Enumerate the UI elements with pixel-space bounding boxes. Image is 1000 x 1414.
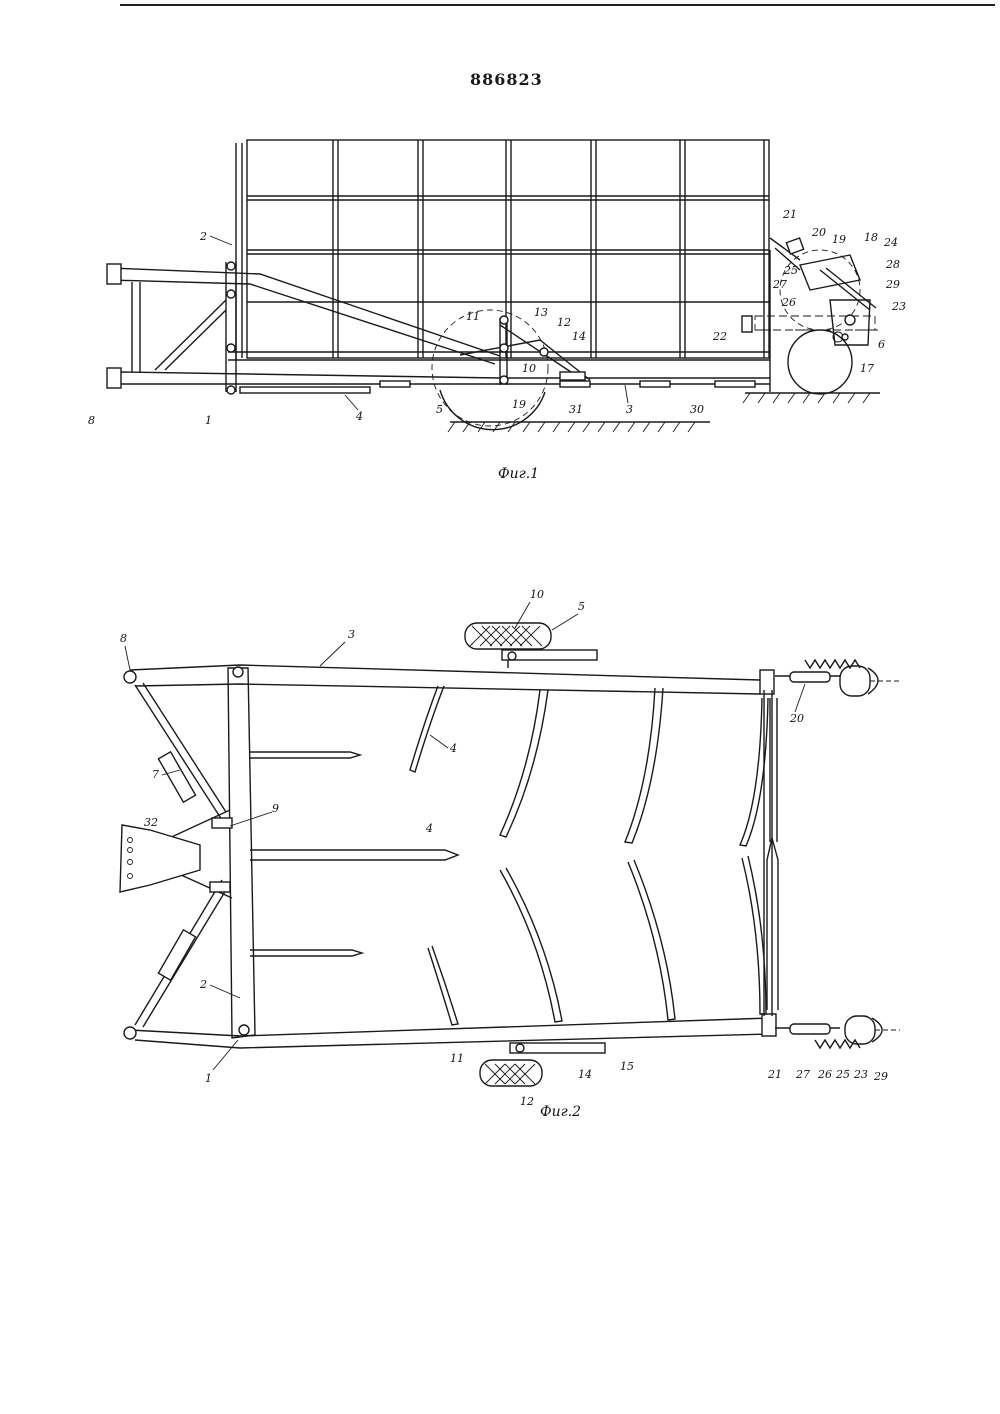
fig1-label-17: 17 <box>860 362 874 375</box>
fig1-label-30: 30 <box>690 403 704 416</box>
cage-grid <box>235 139 770 360</box>
fig1-label-20: 20 <box>811 226 826 239</box>
fig1-label-19: 19 <box>512 398 526 411</box>
patent-number: 886823 <box>470 70 543 89</box>
fig1-label-5: 5 <box>436 403 443 416</box>
fig1-label-14: 14 <box>572 330 586 343</box>
fig2-label-15: 15 <box>620 1060 634 1073</box>
fig2-label-14: 14 <box>578 1068 592 1081</box>
fig1-label-29: 29 <box>885 278 900 291</box>
fig1-label-2: 2 <box>199 230 207 243</box>
fig1-label-31: 31 <box>569 403 583 416</box>
fig2-label-2: 2 <box>199 978 207 991</box>
fig1-label-19b: 19 <box>832 233 846 246</box>
fig1-label-6: 6 <box>878 338 885 351</box>
fig2-label-10: 10 <box>530 588 544 601</box>
fig1-label-3: 3 <box>626 403 633 416</box>
fig1-label-10: 10 <box>522 362 536 375</box>
fig2-reference-labels: 8 3 10 5 20 4 7 32 9 4 2 1 11 12 14 15 <box>120 588 888 1120</box>
fig1-label-24: 24 <box>883 236 898 249</box>
main-frame <box>106 261 770 395</box>
fig1-label-22: 22 <box>712 330 727 343</box>
fig2-label-21: 21 <box>767 1068 782 1081</box>
fig1-label-26: 26 <box>781 296 796 309</box>
fig2-label-4b: 4 <box>425 822 433 835</box>
fig1-label-27: 27 <box>772 278 787 291</box>
fig2-caption: Фиг.2 <box>540 1104 581 1120</box>
runners <box>239 380 756 394</box>
fig2-label-32: 32 <box>144 816 158 829</box>
fig2-label-4: 4 <box>449 742 457 755</box>
fig2-label-7: 7 <box>152 768 159 781</box>
fig1-label-13: 13 <box>534 306 548 319</box>
top-border-line <box>120 4 995 6</box>
figure-2-top-view <box>119 622 900 1087</box>
fig2-label-27: 27 <box>795 1068 810 1081</box>
wheel-5 <box>431 309 591 431</box>
fig2-label-29: 29 <box>873 1070 888 1083</box>
rear-mechanism <box>741 237 878 395</box>
fig1-label-1: 1 <box>205 414 212 427</box>
fig1-label-18: 18 <box>864 231 878 244</box>
fig2-label-1: 1 <box>205 1072 212 1085</box>
fig2-label-12: 12 <box>520 1095 534 1108</box>
fig1-label-11: 11 <box>466 310 480 323</box>
fig1-caption: Фиг.1 <box>498 466 539 482</box>
fig1-label-25: 25 <box>783 264 798 277</box>
fig1-label-23: 23 <box>891 300 906 313</box>
fig2-label-9: 9 <box>272 802 279 815</box>
fig1-label-4: 4 <box>355 410 363 423</box>
fig2-label-20: 20 <box>789 712 804 725</box>
fig2-label-25: 25 <box>835 1068 850 1081</box>
fig1-label-8: 8 <box>88 414 95 427</box>
ground-lines <box>447 392 880 433</box>
fig2-label-5: 5 <box>578 600 585 613</box>
fig1-label-28: 28 <box>885 258 900 271</box>
fig1-label-12: 12 <box>557 316 571 329</box>
fig2-label-26: 26 <box>817 1068 832 1081</box>
fig1-label-21: 21 <box>782 208 797 221</box>
fig2-label-8: 8 <box>120 632 127 645</box>
fig2-label-3: 3 <box>348 628 355 641</box>
fig2-label-11: 11 <box>450 1052 464 1065</box>
fig1-reference-labels: 2 8 1 4 5 3 30 31 10 19 11 13 12 14 21 2… <box>88 208 906 482</box>
fig2-label-23: 23 <box>853 1068 868 1081</box>
